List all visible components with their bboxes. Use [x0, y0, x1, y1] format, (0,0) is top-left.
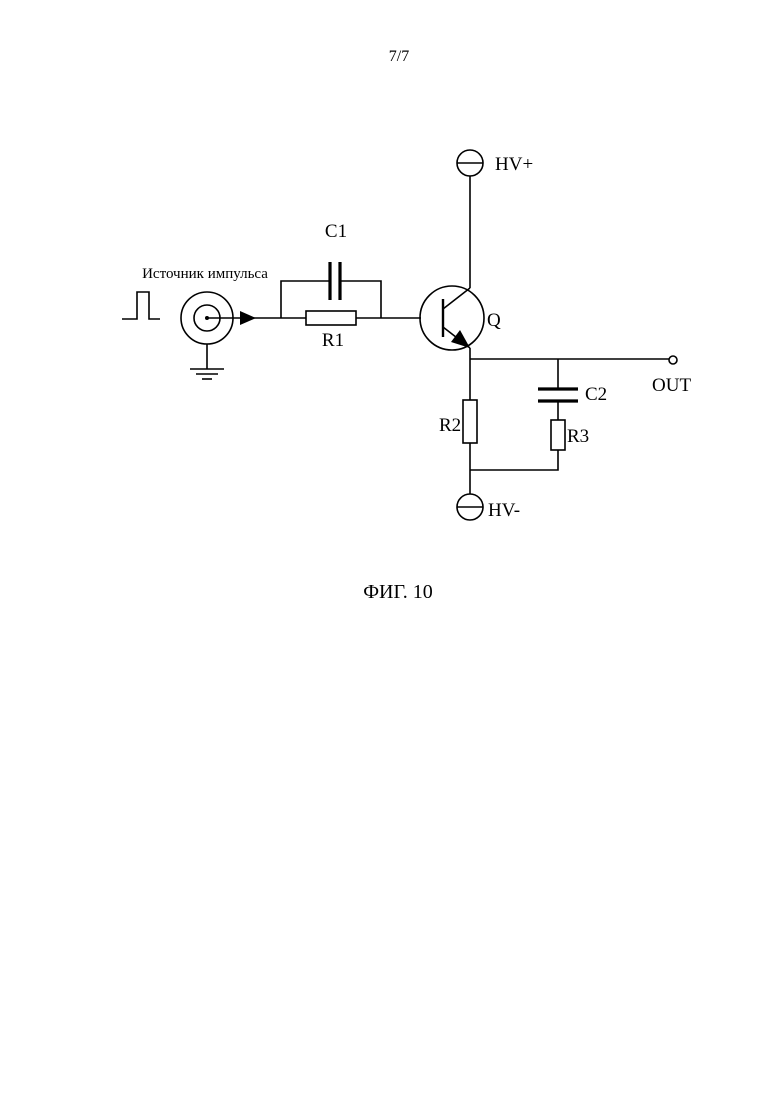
hv-minus-label: HV- [488, 500, 520, 521]
source-label: Источник импульса [142, 266, 268, 282]
out-label: OUT [652, 375, 691, 396]
r3-label: R3 [567, 426, 589, 447]
capacitor-c2 [538, 389, 578, 401]
resistor-r2 [463, 400, 477, 443]
page-number: 7/7 [389, 48, 409, 65]
pulse-waveform-icon [122, 292, 160, 319]
c1-label: C1 [325, 221, 347, 242]
emitter-arrow-icon [451, 330, 470, 348]
out-terminal [669, 356, 677, 364]
hv-plus-terminal [457, 150, 483, 176]
capacitor-c1 [281, 262, 381, 318]
transistor-q [420, 176, 484, 359]
figure-caption: ФИГ. 10 [363, 581, 433, 603]
c2-label: C2 [585, 384, 607, 405]
resistor-r1 [306, 311, 356, 325]
r2-label: R2 [439, 415, 461, 436]
circuit-diagram: Источник импульса R1 C1 [122, 150, 691, 521]
ground-symbol-icon [190, 344, 224, 379]
resistor-r3 [551, 420, 565, 450]
signal-arrow-icon [240, 311, 256, 325]
r1-label: R1 [322, 330, 344, 351]
hv-minus-terminal [457, 494, 483, 520]
q-label: Q [487, 310, 501, 331]
hv-plus-label: HV+ [495, 154, 533, 175]
pulse-source [181, 292, 306, 344]
